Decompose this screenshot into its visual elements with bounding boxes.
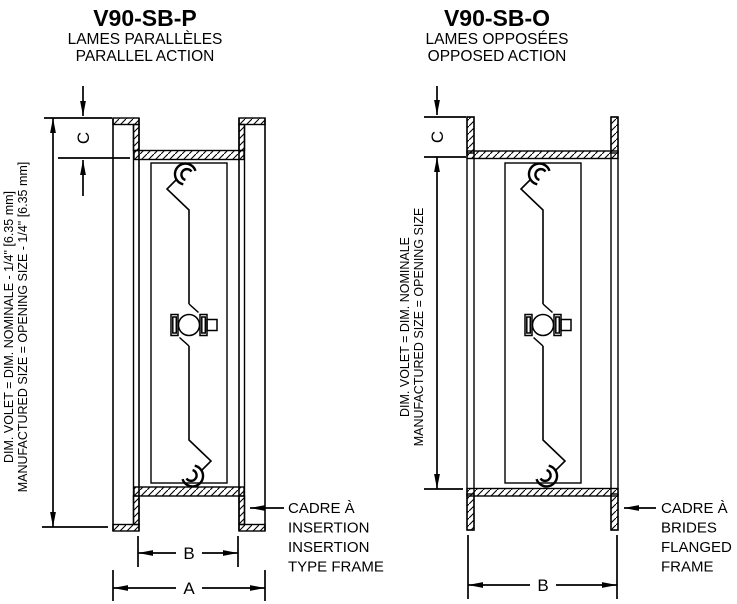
left-channel-bottom-cap: [112, 523, 140, 532]
left-bottom-duct-wall: [133, 486, 245, 497]
left-flange: [466, 116, 475, 531]
left-note-en: MANUFACTURED SIZE = OPENING SIZE - 1/4" …: [16, 162, 30, 493]
left-frame-label-2: INSERTION: [288, 520, 369, 537]
left-dim-a: A: [112, 570, 266, 601]
right-frame-label-2: BRIDES: [661, 520, 717, 537]
left-size-note: DIM. VOLET = DIM. NOMINALE - 1/4" [6.35 …: [2, 162, 30, 493]
left-subtitle-fr: LAMES PARALLÈLES: [68, 31, 223, 48]
right-frame-label-4: FRAME: [661, 559, 714, 576]
right-frame-callout: CADRE À BRIDES FLANGED FRAME: [624, 500, 732, 576]
left-dim-c: C: [44, 86, 130, 196]
right-bottom-frame-plate: [466, 487, 619, 497]
left-frame-label-1: CADRE À: [288, 500, 355, 517]
right-channel-bottom-cap: [238, 523, 266, 532]
right-title: V90-SB-O: [444, 5, 550, 31]
left-diagram: V90-SB-P LAMES PARALLÈLES PARALLEL ACTIO…: [2, 5, 384, 601]
right-dim-c: C: [424, 86, 466, 158]
right-flange: [610, 116, 619, 531]
right-diagram: V90-SB-O LAMES OPPOSÉES OPPOSED ACTION D…: [398, 5, 732, 599]
right-blade: [519, 158, 572, 492]
left-note-fr: DIM. VOLET = DIM. NOMINALE - 1/4" [6.35 …: [2, 191, 16, 463]
left-dim-b: B: [137, 536, 239, 567]
right-note-en: MANUFACTURED SIZE = OPENING SIZE: [412, 208, 426, 447]
right-dim-c-label: C: [428, 131, 447, 143]
right-frame-label-1: CADRE À: [661, 500, 728, 517]
left-title: V90-SB-P: [93, 5, 197, 31]
left-dim-c-label: C: [74, 132, 93, 144]
right-size-note: DIM. VOLET = DIM. NOMINALE MANUFACTURED …: [398, 208, 426, 447]
left-dim-b-label: B: [183, 544, 194, 563]
left-dim-height: [42, 118, 108, 528]
right-subtitle-en: OPPOSED ACTION: [428, 48, 567, 65]
left-blade: [165, 158, 218, 492]
left-frame-label-3: INSERTION: [288, 539, 369, 556]
right-frame-label-3: FLANGED: [661, 539, 732, 556]
left-dim-a-label: A: [183, 579, 195, 598]
right-subtitle-fr: LAMES OPPOSÉES: [426, 31, 569, 48]
right-dim-b-label: B: [537, 576, 548, 595]
left-subtitle-en: PARALLEL ACTION: [76, 48, 215, 65]
right-channel-top-cap: [238, 117, 266, 126]
left-frame-label-4: TYPE FRAME: [288, 559, 384, 576]
right-top-frame-plate: [466, 150, 619, 160]
left-frame: [112, 117, 266, 532]
left-top-duct-wall: [133, 149, 245, 161]
left-axle: [170, 303, 218, 347]
right-note-fr: DIM. VOLET = DIM. NOMINALE: [398, 237, 412, 417]
right-dim-b: B: [467, 535, 618, 599]
right-dim-height: [424, 157, 463, 490]
right-axle: [524, 303, 572, 347]
left-frame-callout: CADRE À INSERTION INSERTION TYPE FRAME: [250, 500, 384, 576]
right-frame: [466, 116, 619, 531]
left-channel-top-cap: [112, 117, 140, 126]
